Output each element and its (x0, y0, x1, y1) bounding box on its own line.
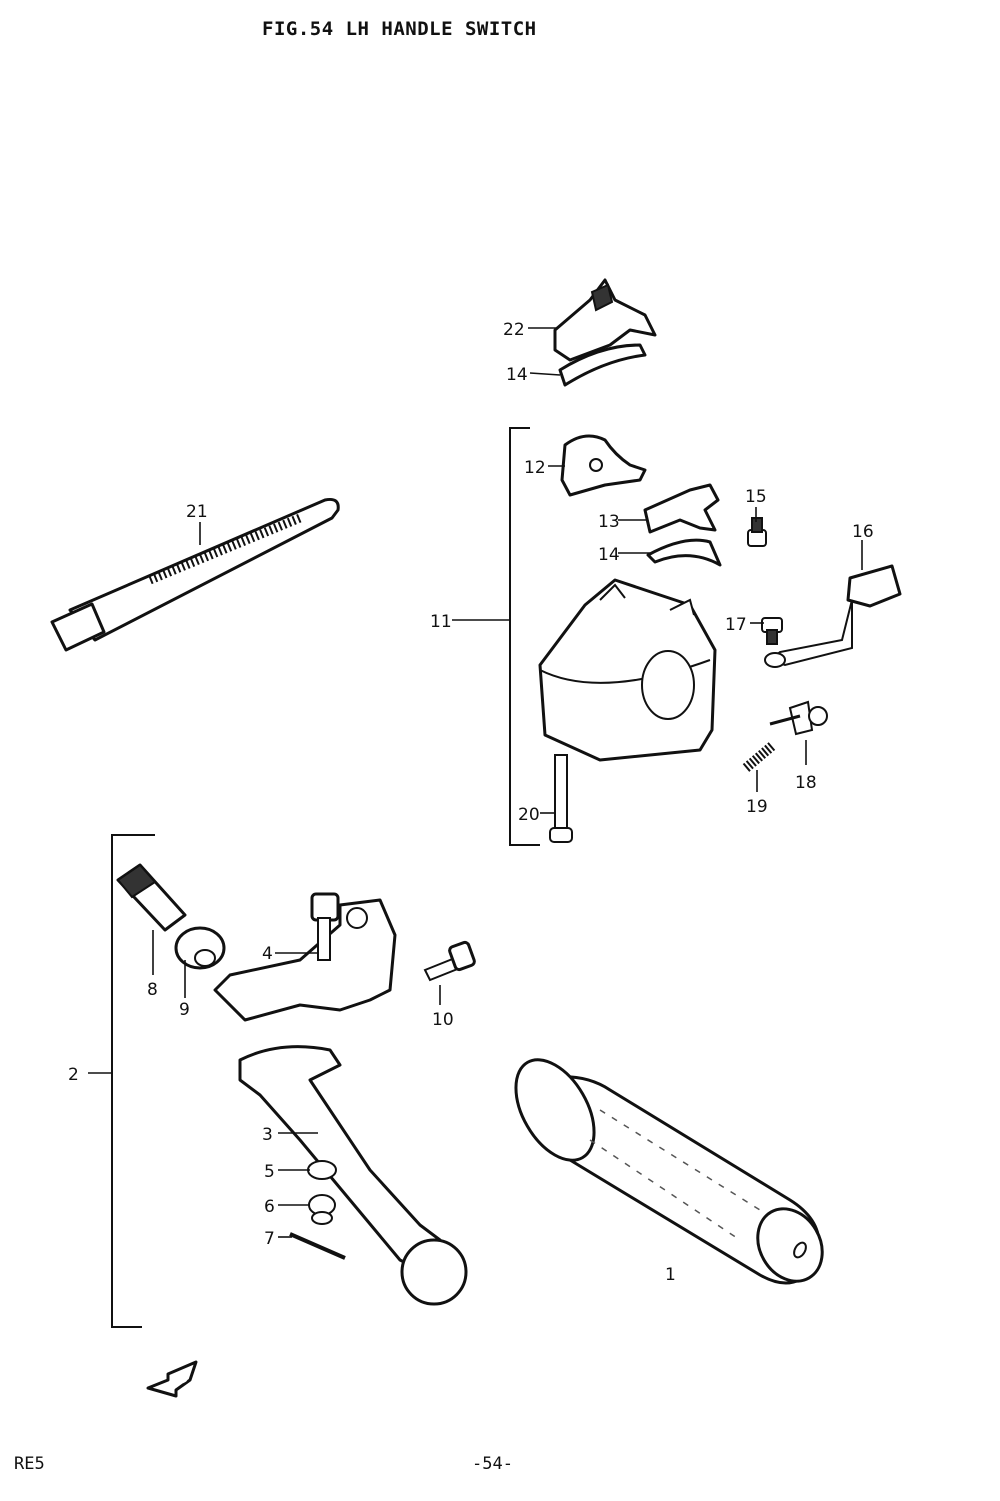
clutch-lever-part-3 (238, 1045, 468, 1306)
cable-tie-part-21 (50, 498, 340, 652)
label-part-20: 20 (518, 805, 540, 825)
label-part-7: 7 (264, 1229, 275, 1249)
label-part-13: 13 (598, 512, 620, 532)
locknut-part-9 (174, 926, 226, 970)
label-part-8: 8 (147, 980, 158, 1000)
label-part-10: 10 (432, 1010, 454, 1030)
label-part-4: 4 (262, 944, 273, 964)
lever-holder-bracket (213, 898, 397, 1022)
label-part-5: 5 (264, 1162, 275, 1182)
label-part-17: 17 (725, 615, 747, 635)
switch-knob-part-22 (553, 278, 657, 362)
label-part-18: 18 (795, 773, 817, 793)
model-code: RE5 (14, 1454, 45, 1474)
label-part-6: 6 (264, 1197, 275, 1217)
label-part-14-lower: 14 (598, 545, 620, 565)
spring-part-19 (742, 742, 776, 772)
label-part-21: 21 (186, 502, 208, 522)
label-part-9: 9 (179, 1000, 190, 1020)
spacer-part-14-upper (558, 343, 647, 387)
grip-part-1 (514, 1058, 824, 1285)
lever-part-16 (764, 564, 902, 668)
switch-cover-part-12 (560, 434, 647, 497)
label-part-14-upper: 14 (506, 365, 528, 385)
washer-part-5 (307, 1160, 337, 1180)
label-part-3: 3 (262, 1125, 273, 1145)
label-part-1: 1 (665, 1265, 676, 1285)
bracket-assembly-2 (111, 834, 155, 1328)
label-part-11: 11 (430, 612, 452, 632)
bolt-part-4 (310, 892, 340, 961)
bolt-part-10 (423, 940, 476, 982)
label-part-2: 2 (68, 1065, 79, 1085)
plunger-part-18 (769, 700, 828, 736)
spacer-part-14-lower (646, 538, 722, 567)
figure-title: FIG.54 LH HANDLE SWITCH (262, 18, 537, 40)
page-number: -54- (472, 1454, 513, 1474)
leader-lines (88, 327, 863, 1238)
label-part-22: 22 (503, 320, 525, 340)
screw-part-15 (747, 517, 767, 547)
screw-part-17 (761, 617, 783, 645)
adjuster-bolt-part-8 (116, 863, 187, 932)
label-part-16: 16 (852, 522, 874, 542)
pin-part-7 (289, 1232, 346, 1260)
nut-part-6 (308, 1194, 336, 1225)
label-part-15: 15 (745, 487, 767, 507)
label-part-12: 12 (524, 458, 546, 478)
switch-housing-part-11 (538, 578, 717, 762)
forward-arrow-icon: FWD (146, 1360, 198, 1398)
label-part-19: 19 (746, 797, 768, 817)
switch-knob-part-13 (643, 483, 720, 534)
bracket-assembly-11 (509, 427, 540, 846)
screw-part-20 (549, 754, 573, 843)
